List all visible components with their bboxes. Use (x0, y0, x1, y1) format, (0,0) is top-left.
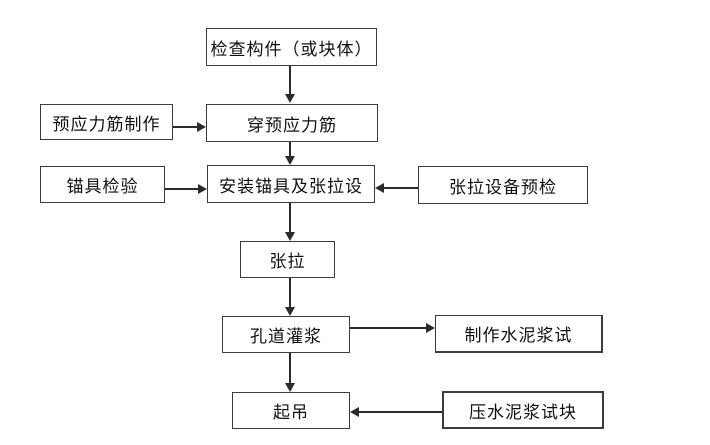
connector-install-to-tensioning (289, 203, 291, 232)
node-duct-grouting: 孔道灌浆 (222, 316, 350, 353)
connector-inspect-to-thread (289, 66, 291, 94)
connector-thread-to-install (289, 142, 291, 156)
node-press-cement-grout-test-block: 压水泥浆试块 (442, 391, 604, 429)
arrow-down-icon (285, 383, 295, 392)
connector-tensioning-to-grouting (289, 278, 291, 307)
node-prestress-tendon-fabrication: 预应力筋制作 (40, 104, 173, 140)
node-install-anchorage-tensioning: 安装锚具及张拉设 (207, 165, 375, 203)
arrow-left-icon (350, 407, 359, 417)
arrow-right-icon (197, 122, 206, 132)
node-tensioning: 张拉 (240, 241, 335, 278)
node-make-cement-grout-test: 制作水泥浆试 (435, 315, 603, 353)
connector-precheck-to-install (384, 187, 418, 189)
arrow-left-icon (375, 183, 384, 193)
arrow-down-icon (285, 94, 295, 103)
node-inspect-component: 检查构件（或块体） (206, 28, 377, 66)
arrow-down-icon (285, 307, 295, 316)
arrow-down-icon (285, 156, 295, 165)
arrow-down-icon (285, 232, 295, 241)
arrow-right-icon (426, 323, 435, 333)
node-thread-prestress-tendon: 穿预应力筋 (206, 104, 378, 142)
connector-grouting-to-make-test (350, 327, 426, 329)
connector-testblock-to-lifting (359, 411, 442, 413)
connector-anchorage-to-install (165, 188, 198, 190)
connector-fabrication-to-thread (173, 126, 197, 128)
node-tensioning-equipment-precheck: 张拉设备预检 (418, 166, 588, 204)
node-anchorage-inspection: 锚具检验 (40, 166, 165, 203)
connector-grouting-to-lifting (289, 353, 291, 383)
arrow-right-icon (198, 184, 207, 194)
node-lifting: 起吊 (232, 392, 350, 429)
